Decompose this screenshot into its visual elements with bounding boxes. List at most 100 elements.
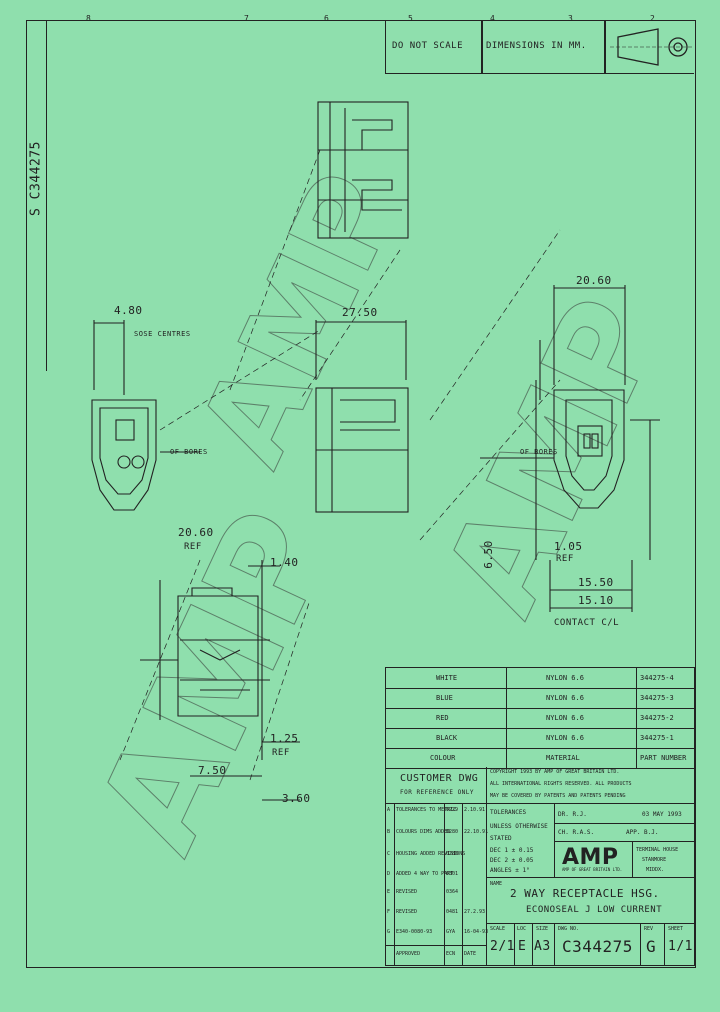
tolerances-label: TOLERANCES	[490, 809, 527, 816]
address-line: STANMORE	[642, 857, 667, 863]
table-cell: NYLON 6.6	[546, 674, 584, 682]
dimension-note: SOSE CENTRES	[134, 330, 191, 338]
rev-ecn: 0364	[446, 889, 459, 895]
size-value: A3	[534, 939, 551, 954]
contact-note: CONTACT C/L	[554, 618, 620, 628]
for-reference-label: FOR REFERENCE ONLY	[400, 789, 475, 796]
header-block: DO NOT SCALE DIMENSIONS IN MM.	[385, 21, 694, 74]
drawing-title: 2 WAY RECEPTACLE HSG.	[510, 887, 660, 900]
table-cell: WHITE	[436, 674, 458, 682]
rev-ecn: 0481	[446, 909, 459, 915]
copyright-line: COPYRIGHT 1993 BY AMP OF GREAT BRITAIN L…	[490, 769, 620, 775]
drawn-date: 03 MAY 1993	[642, 811, 682, 818]
size-label: SIZE	[536, 926, 549, 932]
approved-label: APPROVED	[396, 951, 421, 957]
table-cell: 344275-1	[640, 734, 674, 742]
table-cell: 344275-2	[640, 714, 674, 722]
dwg-number: C344275	[562, 937, 633, 956]
copyright-line: ALL INTERNATIONAL RIGHTS RESERVED. ALL P…	[490, 781, 632, 787]
dimension-label: 20.60	[178, 526, 214, 539]
rev-ecn: 0280	[446, 829, 459, 835]
dwg-no-label: DWG NO.	[558, 926, 580, 932]
tolerance-angles: ANGLES ± 1°	[490, 867, 530, 874]
rev-letter: G	[387, 929, 391, 935]
table-cell: NYLON 6.6	[546, 714, 584, 722]
ecn-label: ECN	[446, 951, 456, 957]
sheet-value: 1/1	[668, 939, 693, 954]
loc-value: E	[518, 939, 527, 954]
tolerances-stated: STATED	[490, 835, 512, 842]
dimension-label: 1.05	[554, 540, 583, 553]
dimensions-note: DIMENSIONS IN MM.	[486, 41, 587, 51]
rev-ecn: 0229	[446, 807, 459, 813]
name-label: NAME	[490, 881, 503, 887]
tolerance-dec1: DEC 1 ± 0.15	[490, 847, 534, 854]
border-number: 2	[650, 14, 656, 23]
dimension-label: 4.80	[114, 304, 143, 317]
customer-dwg-label: CUSTOMER DWG	[400, 773, 479, 784]
rev-letter: A	[387, 807, 391, 813]
drawing-subtitle: ECONOSEAL J LOW CURRENT	[526, 905, 663, 915]
rev-date: 22.10.91	[464, 829, 489, 835]
table-cell: RED	[436, 714, 449, 722]
dimension-label: 3.60	[282, 792, 311, 805]
do-not-scale-note: DO NOT SCALE	[392, 41, 464, 51]
dimension-label: 1.40	[270, 556, 299, 569]
bores-note: OF BORES	[520, 448, 558, 456]
side-label-strip: S C344275	[26, 21, 47, 371]
border-number: 6	[324, 14, 330, 23]
rev-ecn: GYA	[446, 929, 456, 935]
table-header: COLOUR	[430, 754, 456, 762]
dimension-label: 15.50	[578, 576, 614, 589]
drawn-by: DR. R.J.	[558, 811, 587, 818]
materials-table: WHITE NYLON 6.6 344275-4 BLUE NYLON 6.6 …	[385, 667, 695, 769]
dimension-ref: REF	[184, 542, 202, 552]
tolerance-dec2: DEC 2 ± 0.05	[490, 857, 534, 864]
rev-desc: REVISED	[396, 889, 418, 895]
border-number: 8	[86, 14, 92, 23]
border-number: 5	[408, 14, 414, 23]
approved-by: APP. B.J.	[626, 829, 659, 836]
rev-ecn: 0301	[446, 871, 459, 877]
rev-ecn: 0280	[446, 851, 459, 857]
rev-date: 27.2.93	[464, 909, 486, 915]
checked-by: CH. R.A.S.	[558, 829, 595, 836]
table-cell: 344275-4	[640, 674, 674, 682]
border-number: 7	[244, 14, 250, 23]
rev-label: REV	[644, 926, 654, 932]
dimension-label: 27.50	[342, 306, 378, 319]
dimension-label: 1.25	[270, 732, 299, 745]
rev-desc: REVISED	[396, 909, 418, 915]
rev-value: G	[646, 937, 657, 956]
dimension-ref: REF	[556, 554, 574, 564]
company-subtitle: AMP OF GREAT BRITAIN LTD.	[562, 867, 623, 872]
title-block: CUSTOMER DWG FOR REFERENCE ONLY COPYRIGH…	[385, 767, 695, 966]
table-cell: BLUE	[436, 694, 453, 702]
rev-date: 2.10.91	[464, 807, 486, 813]
loc-label: LOC	[517, 926, 527, 932]
rev-desc: TOLERANCES TO METRIC	[396, 807, 457, 813]
table-cell: BLACK	[436, 734, 458, 742]
rev-letter: E	[387, 889, 391, 895]
scale-value: 2/1	[490, 939, 515, 954]
rev-letter: F	[387, 909, 391, 915]
rev-desc: E340-0080-93	[396, 929, 433, 935]
dimension-label: 15.10	[578, 594, 614, 607]
dimension-label: 7.50	[198, 764, 227, 777]
border-number: 4	[490, 14, 496, 23]
date-label: DATE	[464, 951, 477, 957]
rev-letter: D	[387, 871, 391, 877]
dimension-label: 20.60	[576, 274, 612, 287]
table-header: MATERIAL	[546, 754, 580, 762]
table-cell: 344275-3	[640, 694, 674, 702]
table-cell: NYLON 6.6	[546, 694, 584, 702]
rev-desc: COLOURS DIMS ADDED	[396, 829, 451, 835]
sheet-label: SHEET	[668, 926, 684, 932]
projection-symbol-icon	[610, 28, 692, 66]
address-line: TERMINAL HOUSE	[636, 847, 679, 853]
dimension-label: 6.50	[481, 540, 495, 569]
bores-note: OF BORES	[170, 448, 208, 456]
rev-letter: B	[387, 829, 391, 835]
dimension-ref: REF	[272, 748, 290, 758]
table-header: PART NUMBER	[640, 754, 687, 762]
